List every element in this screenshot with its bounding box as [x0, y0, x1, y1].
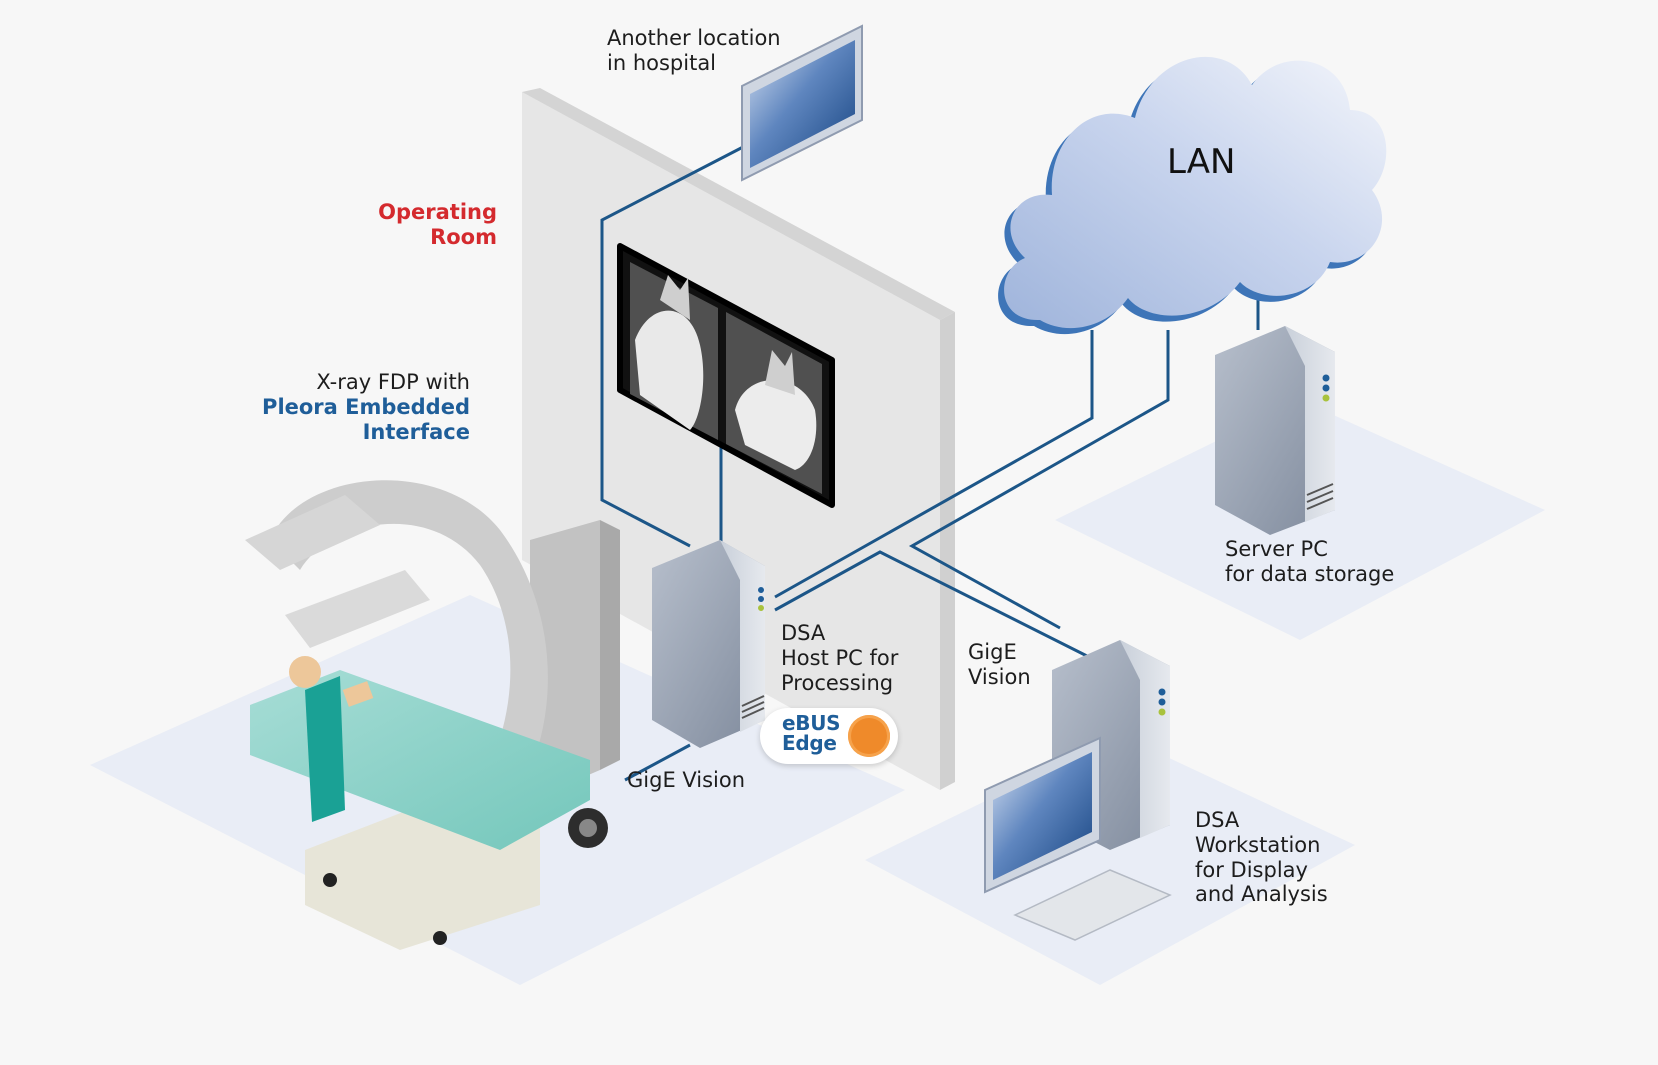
keyboard-icon	[1013, 869, 1172, 941]
xray-fdp-label-line1: X-ray FDP with	[316, 370, 470, 394]
server-pc-label: Server PC for data storage	[1225, 537, 1395, 586]
ebus-chip-icon	[848, 715, 890, 757]
cable-host-to-workstation	[774, 550, 1088, 658]
ebus-edge-badge: eBUS Edge	[760, 708, 898, 764]
ebus-edge-label: eBUS Edge	[782, 711, 841, 755]
cable-xray-to-host	[624, 743, 691, 782]
workstation-floor	[865, 735, 1355, 985]
cable-lan-to-workstation	[908, 330, 1170, 630]
patient-table-icon	[250, 656, 590, 950]
xray-fdp-label: X-ray FDP with Pleora Embedded Interface	[250, 370, 470, 444]
host-pc-label: DSA Host PC for Processing	[781, 621, 899, 695]
remote-location-label: Another location in hospital	[607, 26, 781, 75]
operating-room-wall-edge	[522, 88, 955, 320]
operating-room-label: Operating Room	[378, 200, 497, 249]
cable-host-to-lan	[774, 330, 1094, 599]
remote-display-icon	[741, 24, 863, 182]
cable-host-to-remote-display	[600, 144, 746, 548]
c-arm-xray-icon	[245, 480, 620, 848]
workstation-icon	[984, 640, 1172, 941]
operating-room-wall-side	[940, 312, 955, 790]
gige-vision-xray-link-label: GigE Vision	[627, 768, 746, 792]
gige-vision-workstation-link-label: GigE Vision	[968, 640, 1031, 689]
lan-label: LAN	[1167, 142, 1236, 182]
host-pc-tower-icon	[652, 540, 765, 748]
server-pc-tower-icon	[1215, 326, 1335, 535]
lan-cloud-icon	[998, 56, 1387, 335]
workstation-label: DSA Workstation for Display and Analysis	[1195, 808, 1328, 907]
dual-xray-display-icon	[617, 243, 835, 508]
pleora-embedded-interface-label: Pleora Embedded Interface	[262, 394, 470, 444]
